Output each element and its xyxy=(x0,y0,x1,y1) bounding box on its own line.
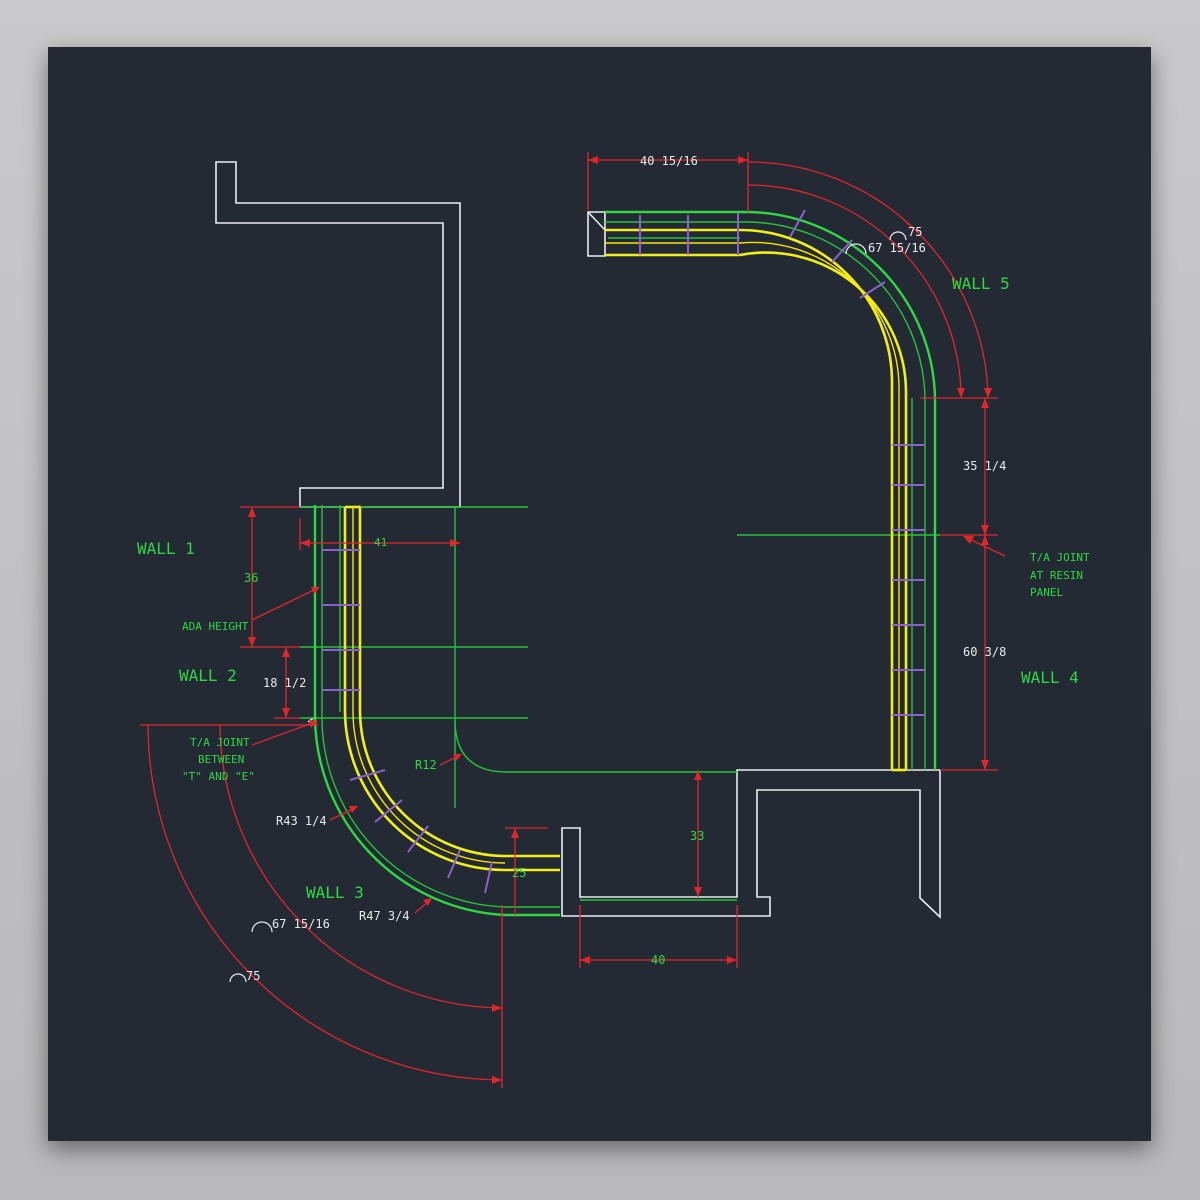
dim-40: 40 xyxy=(651,953,665,967)
dim-r47: R47 3/4 xyxy=(359,909,410,923)
dim-18-half: 18 1/2 xyxy=(263,676,306,690)
building-walls xyxy=(215,161,941,919)
dim-25: 25 xyxy=(512,866,526,880)
cad-drawing: WALL 1 WALL 2 WALL 3 WALL 4 WALL 5 ADA H… xyxy=(137,152,1090,1088)
dim-right-lower: 60 3/8 xyxy=(963,645,1006,659)
ta-joint-te-line3: "T" AND "E" xyxy=(182,770,255,783)
ta-joint-resin-line2: AT RESIN xyxy=(1030,569,1083,582)
ta-joint-resin-line3: PANEL xyxy=(1030,586,1063,599)
dim-arc-bottom-inner: 67 15/16 xyxy=(272,917,330,931)
dim-arc-bottom-outer: 75 xyxy=(246,969,260,983)
ta-joint-resin-line1: T/A JOINT xyxy=(1030,551,1090,564)
dim-r12: R12 xyxy=(415,758,437,772)
dim-right-upper: 35 1/4 xyxy=(963,459,1006,473)
ta-joint-te-line2: BETWEEN xyxy=(198,753,244,766)
counter-green-outline xyxy=(313,210,937,917)
dimension-texts: 40 15/16 75 67 15/16 35 1/4 60 3/8 18 1/… xyxy=(246,154,1006,983)
reference-lines xyxy=(300,506,940,901)
wall2-label: WALL 2 xyxy=(179,666,237,685)
wall3-label: WALL 3 xyxy=(306,883,364,902)
ta-joint-te-line1: T/A JOINT xyxy=(190,736,250,749)
dim-41: 41 xyxy=(374,536,387,549)
dim-r43: R43 1/4 xyxy=(276,814,327,828)
dim-top-width: 40 15/16 xyxy=(640,154,698,168)
arc-length-symbols xyxy=(229,231,907,983)
dim-36: 36 xyxy=(244,571,258,585)
wall-labels: WALL 1 WALL 2 WALL 3 WALL 4 WALL 5 ADA H… xyxy=(137,274,1090,967)
drawing-canvas: WALL 1 WALL 2 WALL 3 WALL 4 WALL 5 ADA H… xyxy=(48,47,1151,1141)
wall1-label: WALL 1 xyxy=(137,539,195,558)
panel-dividers xyxy=(322,209,925,894)
dim-arc-top-inner: 67 15/16 xyxy=(868,241,926,255)
dim-arc-top-outer: 75 xyxy=(908,225,922,239)
ada-height-label: ADA HEIGHT xyxy=(182,620,249,633)
wall4-label: WALL 4 xyxy=(1021,668,1079,687)
wall5-label: WALL 5 xyxy=(952,274,1010,293)
counter-yellow-top xyxy=(343,228,908,872)
dimension-lines xyxy=(140,152,1006,1088)
dim-33: 33 xyxy=(690,829,704,843)
